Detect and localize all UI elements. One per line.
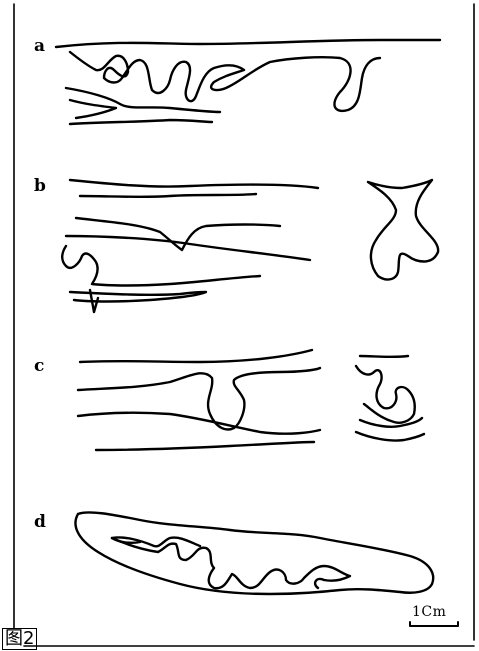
- panel-b-fold-contour: [76, 218, 280, 250]
- panel-b-top-contour: [70, 180, 318, 188]
- panel-c-top-contour: [80, 350, 312, 362]
- panel-c-drawing: [78, 350, 424, 450]
- scale-bar-drawing: [410, 622, 458, 626]
- panel-d-drawing: [75, 512, 433, 594]
- panel-d-outline: [75, 512, 433, 594]
- panel-label-a: a: [34, 38, 45, 55]
- panel-c-right-line-2: [356, 432, 424, 441]
- panel-b-drawing: [62, 180, 438, 312]
- panel-c-fold-contour: [78, 368, 320, 429]
- panel-a-lower-contour-3: [70, 120, 212, 124]
- panel-b-second-contour: [80, 194, 256, 197]
- panel-label-d: d: [34, 514, 46, 531]
- panel-a-top-contour: [56, 40, 440, 47]
- panel-d-inner-fold: [112, 538, 350, 588]
- panel-c-bottom-contour: [96, 442, 314, 450]
- panel-c-right-line-1: [360, 418, 422, 427]
- panel-a-drawing: [56, 40, 440, 124]
- figure-caption: 图2: [2, 628, 37, 650]
- panel-label-c: c: [34, 358, 44, 375]
- panel-c-right-top: [360, 356, 408, 357]
- panel-label-b: b: [34, 178, 46, 195]
- panel-b-right-lobe: [368, 180, 438, 279]
- panel-b-hook-contour: [62, 246, 260, 286]
- scale-bar-label: 1Cm: [412, 604, 446, 620]
- panel-a-lower-contour-2: [70, 100, 116, 118]
- scale-bar-line: [410, 622, 458, 626]
- panel-c-right-lobe: [356, 366, 415, 423]
- panel-c-third-contour: [78, 413, 320, 434]
